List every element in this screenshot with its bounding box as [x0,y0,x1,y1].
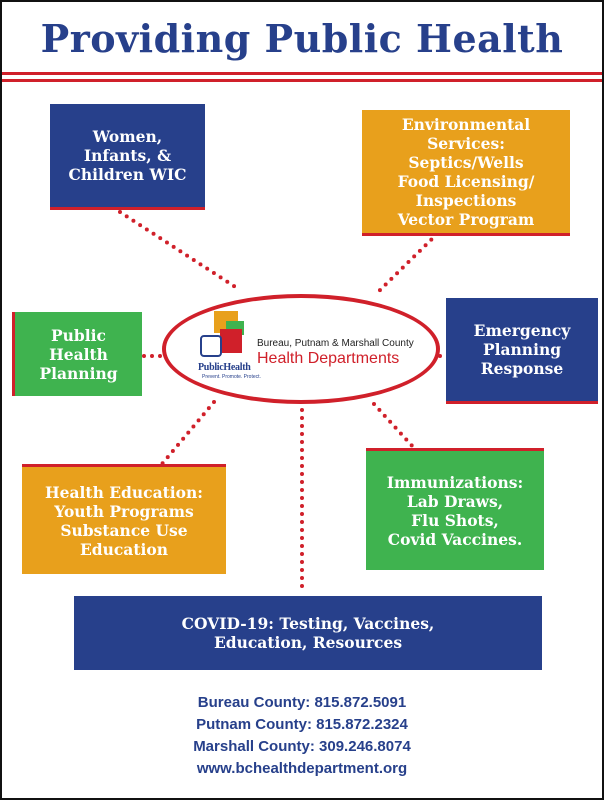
box-covid-label: COVID-19: Testing, Vaccines, Education, … [181,614,435,652]
logo-tagline: Prevent. Promote. Protect. [202,374,261,380]
box-immunizations-label: Immunizations: Lab Draws, Flu Shots, Cov… [386,472,524,549]
box-emergency: Emergency Planning Response [446,298,598,404]
public-health-wordmark: PublicHealth [198,362,251,373]
box-planning: Public Health Planning [12,312,142,396]
connector-education [160,400,216,466]
contact-putnam: Putnam County: 815.872.2324 [196,716,408,733]
box-education: Health Education: Youth Programs Substan… [22,464,226,574]
box-emergency-label: Emergency Planning Response [473,321,571,378]
org-name-large: Health Departments [257,350,400,367]
box-wic: Women, Infants, & Children WIC [50,104,205,210]
box-environmental-label: Environmental Services: Septics/Wells Fo… [397,114,535,229]
shield-icon [200,335,222,357]
page-title: Providing Public Health [40,16,564,61]
connector-immunizations [372,402,416,450]
box-planning-label: Public Health Planning [39,325,118,383]
contact-marshall: Marshall County: 309.246.8074 [193,738,411,755]
box-education-label: Health Education: Youth Programs Substan… [44,482,204,559]
connector-environmental [376,232,439,294]
box-covid: COVID-19: Testing, Vaccines, Education, … [74,596,542,670]
box-wic-label: Women, Infants, & Children WIC [68,127,187,184]
public-health-logo [200,311,260,373]
box-environmental: Environmental Services: Septics/Wells Fo… [362,110,570,236]
connector-wic [118,210,242,292]
box-immunizations: Immunizations: Lab Draws, Flu Shots, Cov… [366,448,544,570]
title-rule-top [2,72,602,75]
title-rule-bottom [2,79,602,82]
org-name-small: Bureau, Putnam & Marshall County [257,338,414,349]
contact-bureau: Bureau County: 815.872.5091 [197,694,407,711]
website-link[interactable]: www.bchealthdepartment.org [196,760,408,777]
